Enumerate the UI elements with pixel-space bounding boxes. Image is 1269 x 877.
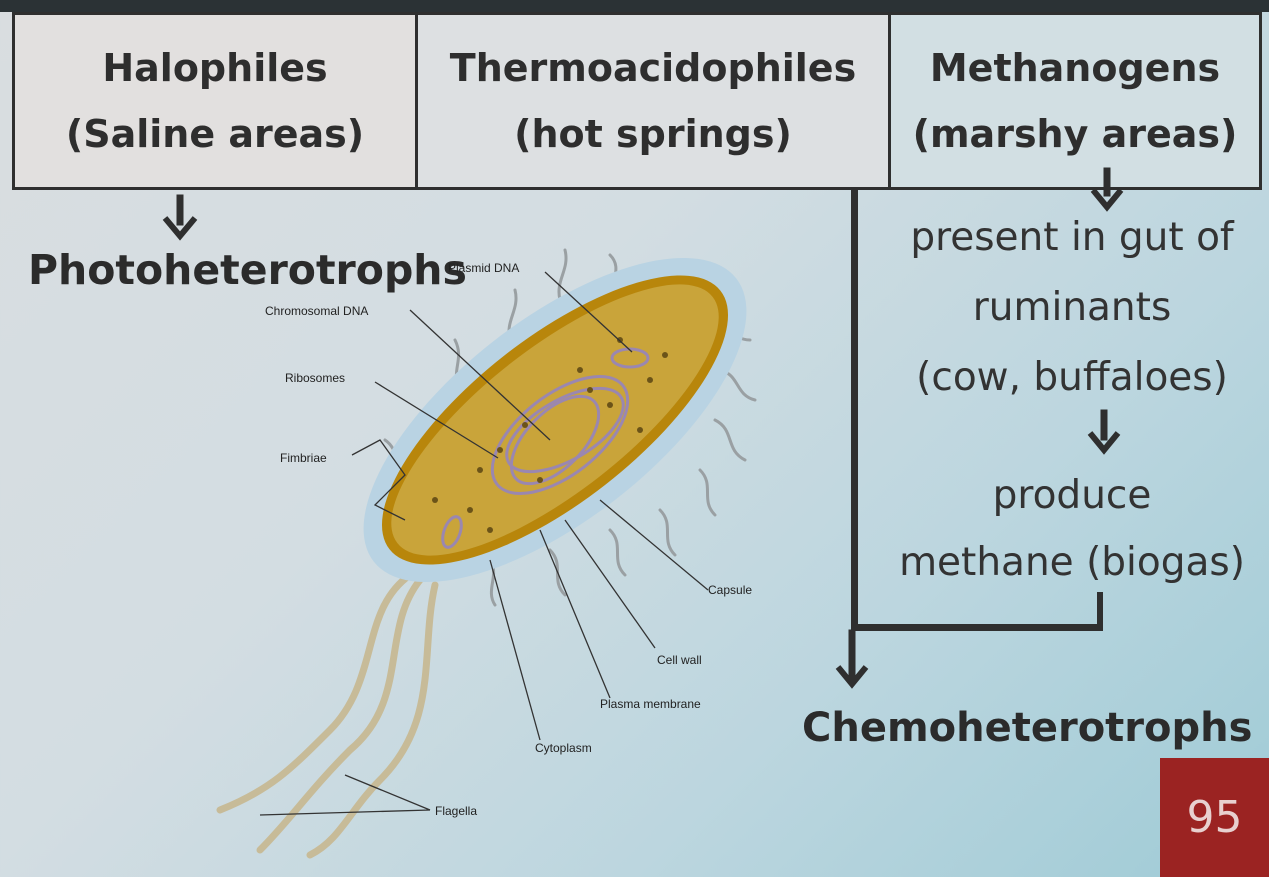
- chemoheterotrophs-heading: Chemoheterotrophs: [802, 705, 1252, 751]
- gut-text-line2: ruminants: [872, 285, 1269, 330]
- label-flagella: Flagella: [435, 804, 477, 818]
- page-number: 95: [1187, 792, 1243, 843]
- methane-text-line1: produce: [872, 473, 1269, 518]
- gut-text-line1: present in gut of: [872, 215, 1269, 260]
- arrow-down-icon: [1101, 410, 1107, 440]
- label-fimbriae: Fimbriae: [280, 451, 327, 465]
- arrow-down-icon: [849, 630, 855, 680]
- label-ribosomes: Ribosomes: [285, 371, 345, 385]
- gut-text-line3: (cow, buffaloes): [872, 355, 1269, 400]
- label-capsule: Capsule: [708, 583, 752, 597]
- bacterium-diagram: Plasmid DNA Chromosomal DNA Ribosomes Fi…: [180, 230, 780, 870]
- label-cytoplasm: Cytoplasm: [535, 741, 592, 755]
- arrow-down-icon: [1104, 168, 1110, 196]
- label-plasma-membrane: Plasma membrane: [600, 697, 701, 711]
- page-number-badge: 95: [1160, 758, 1269, 877]
- label-plasmid-dna: Plasmid DNA: [448, 261, 519, 275]
- label-chromosomal-dna: Chromosomal DNA: [265, 304, 368, 318]
- label-cell-wall: Cell wall: [657, 653, 702, 667]
- arrow-down-icon: [177, 195, 183, 225]
- methane-text-line2: methane (biogas): [872, 540, 1269, 585]
